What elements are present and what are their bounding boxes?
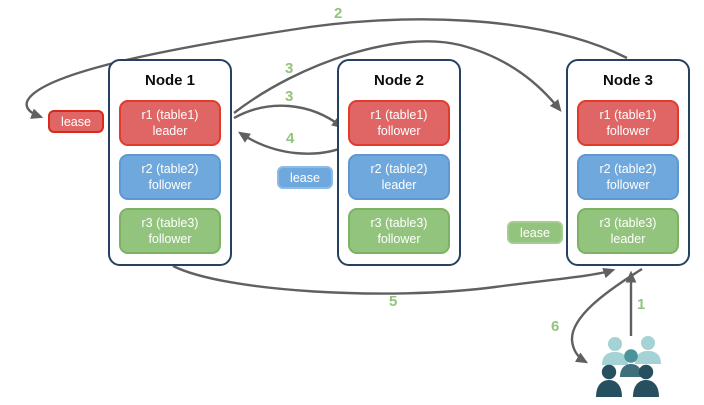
replica-role: leader [152,124,188,138]
replica-name: r2 (table2) [370,161,428,176]
replica-role: follower [606,178,650,192]
arrow-5-path [172,264,616,295]
node-3-replica-r1: r1 (table1) follower [577,100,679,146]
arrow-label-2: 2 [334,5,343,22]
node-3-title: Node 3 [602,72,653,89]
replica-name: r3 (table3) [141,215,199,230]
replica-role: follower [377,124,421,138]
arrow-label-4: 4 [286,130,295,147]
node-3-box: Node 3 r1 (table1) follower r2 (table2) … [566,59,690,266]
replica-role: follower [606,124,650,138]
replica-role: follower [377,232,421,246]
replica-name: r1 (table1) [599,107,657,122]
arrow-3-short-path [233,104,344,129]
arrow-label-6: 6 [551,318,560,335]
replica-role: leader [610,232,646,246]
arrow-label-3-short: 3 [285,88,294,105]
arrow-label-5: 5 [389,293,398,310]
node-3-replica-r2: r2 (table2) follower [577,154,679,200]
node-1-replica-r2: r2 (table2) follower [119,154,221,200]
users-group-icon [596,336,661,397]
lease-badge-blue: lease [277,166,333,189]
arrow-2-path [25,18,628,119]
replica-name: r1 (table1) [141,107,199,122]
arrow-4-path [237,131,353,155]
replica-role: leader [381,178,417,192]
replica-name: r3 (table3) [370,215,428,230]
arrow-label-3-long: 3 [285,60,294,77]
node-1-title: Node 1 [144,72,195,89]
node-2-box: Node 2 r1 (table1) follower r2 (table2) … [337,59,461,266]
node-1-replicas: r1 (table1) leader r2 (table2) follower … [110,100,230,254]
replica-role: follower [148,178,192,192]
lease-badge-green: lease [507,221,563,244]
arrow-3-long-path [233,40,562,114]
arrow-label-1: 1 [637,296,646,313]
node-2-replica-r1: r1 (table1) follower [348,100,450,146]
lease-badge-red: lease [48,110,104,133]
node-1-replica-r3: r3 (table3) follower [119,208,221,254]
node-2-title: Node 2 [373,72,424,89]
replica-name: r1 (table1) [370,107,428,122]
replica-name: r2 (table2) [599,161,657,176]
node-1-replica-r1: r1 (table1) leader [119,100,221,146]
replica-name: r3 (table3) [599,215,657,230]
replica-name: r2 (table2) [141,161,199,176]
node-3-replica-r3: r3 (table3) leader [577,208,679,254]
node-2-replica-r2: r2 (table2) leader [348,154,450,200]
replica-role: follower [148,232,192,246]
node-2-replica-r3: r3 (table3) follower [348,208,450,254]
node-3-replicas: r1 (table1) follower r2 (table2) followe… [568,100,688,254]
arrow-6-path [570,267,643,364]
node-1-box: Node 1 r1 (table1) leader r2 (table2) fo… [108,59,232,266]
node-2-replicas: r1 (table1) follower r2 (table2) leader … [339,100,459,254]
